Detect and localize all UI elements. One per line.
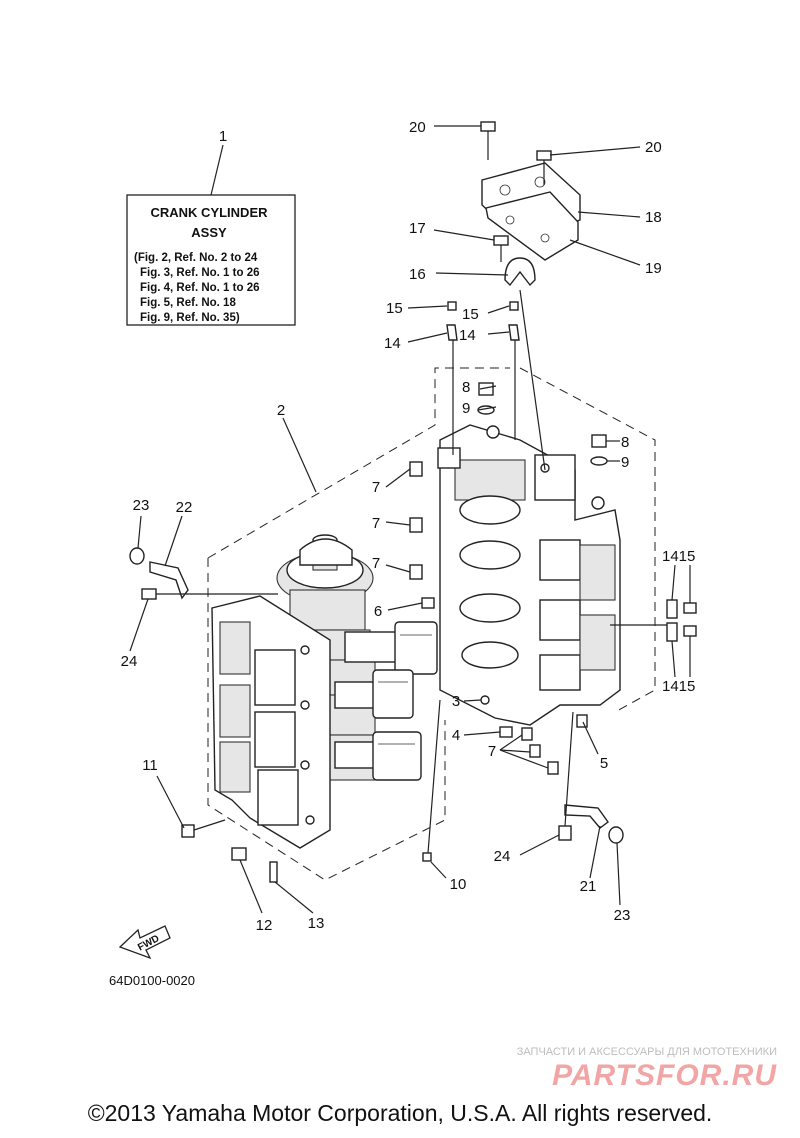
bolt [480, 121, 496, 160]
plug [478, 382, 494, 396]
screw [683, 602, 697, 614]
drawing-code: 64D0100-0020 [109, 973, 195, 988]
callout-7: 7 [372, 555, 380, 572]
assembly-reference-box: CRANK CYLINDER ASSY (Fig. 2, Ref. No. 2 … [126, 144, 296, 326]
callout-8: 8 [621, 434, 629, 451]
washer [590, 456, 608, 466]
fitting [529, 744, 541, 758]
callout-15: 15 [462, 306, 479, 323]
fitting [521, 727, 533, 741]
plug [576, 714, 588, 728]
callout-21: 21 [580, 878, 597, 895]
plug [421, 597, 435, 609]
box-ref-line: Fig. 3, Ref. No. 1 to 26 [140, 267, 260, 279]
callout-7: 7 [488, 743, 496, 760]
pin [422, 852, 432, 862]
callout-8: 8 [462, 379, 470, 396]
bracket [149, 561, 189, 600]
callout-24: 24 [121, 653, 138, 670]
callout-1: 1 [219, 128, 227, 145]
callout-23: 23 [133, 497, 150, 514]
callout-16: 16 [409, 266, 426, 283]
callout-leaders [129, 125, 691, 914]
box-ref-line: Fig. 9, Ref. No. 35) [140, 312, 240, 324]
clip [446, 324, 458, 341]
box-ref-line: Fig. 5, Ref. No. 18 [140, 297, 236, 309]
callout-10: 10 [450, 876, 467, 893]
callout-15: 15 [386, 300, 403, 317]
bracket [564, 804, 609, 829]
watermark-logo: ЗАПЧАСТИ И АКСЕССУАРЫ ДЛЯ МОТОТЕХНИКИ PA… [517, 1046, 777, 1092]
watermark-brand: PARTSFOR.RU [552, 1059, 777, 1092]
callout-11: 11 [142, 757, 158, 774]
callout-7: 7 [372, 479, 380, 496]
piston [334, 731, 422, 781]
box-ref-line: (Fig. 2, Ref. No. 2 to 24 [134, 252, 258, 264]
plug [499, 726, 513, 738]
callout-1415: 1415 [662, 678, 695, 695]
fitting [409, 564, 423, 580]
callout-14: 14 [384, 335, 401, 352]
callout-3: 3 [452, 693, 460, 710]
crankcase [211, 595, 331, 849]
callout-20: 20 [409, 119, 426, 136]
callout-12: 12 [256, 917, 273, 934]
clip [508, 324, 520, 341]
fitting [409, 461, 423, 477]
copyright-notice: ©2013 Yamaha Motor Corporation, U.S.A. A… [87, 1100, 713, 1126]
screw [447, 301, 457, 311]
piston [334, 669, 414, 719]
forward-arrow-icon: FWD [118, 925, 171, 960]
watermark-tagline: ЗАПЧАСТИ И АКСЕССУАРЫ ДЛЯ МОТОТЕХНИКИ [517, 1046, 777, 1058]
callout-7: 7 [372, 515, 380, 532]
callout-22: 22 [176, 499, 193, 516]
stud [269, 861, 278, 883]
callout-6: 6 [374, 603, 382, 620]
callout-1415: 1415 [662, 548, 695, 565]
callout-5: 5 [600, 755, 608, 772]
callout-20: 20 [645, 139, 662, 156]
dowel-pin [480, 695, 490, 705]
callout-labels: 1 2 3 4 5 6 7 7 7 7 8 8 9 9 10 11 12 13 … [121, 119, 696, 934]
bolt [493, 235, 509, 262]
screw [683, 625, 697, 637]
callout-14: 14 [459, 327, 476, 344]
callout-4: 4 [452, 727, 460, 744]
screw [509, 301, 519, 311]
callout-23: 23 [614, 907, 631, 924]
plug [591, 434, 607, 448]
bolt [181, 819, 226, 838]
cap [608, 826, 624, 844]
box-title-2: ASSY [191, 225, 227, 240]
callout-24: 24 [494, 848, 511, 865]
bolt [558, 825, 572, 841]
piston [344, 621, 438, 675]
fitting [409, 517, 423, 533]
box-ref-line: Fig. 4, Ref. No. 1 to 26 [140, 282, 260, 294]
clamp [504, 257, 536, 287]
callout-9: 9 [621, 454, 629, 471]
box-title-1: CRANK CYLINDER [151, 205, 269, 220]
callout-18: 18 [645, 209, 662, 226]
assembly-dashed-outlines [207, 367, 656, 881]
cylinder-block [437, 424, 621, 726]
bolt [141, 588, 157, 600]
fitting [547, 761, 559, 775]
clip [666, 622, 678, 642]
callout-2: 2 [277, 402, 285, 419]
clip [666, 599, 678, 619]
cover-plate [481, 162, 581, 261]
callout-17: 17 [409, 220, 426, 237]
callout-9: 9 [462, 400, 470, 417]
callout-13: 13 [308, 915, 325, 932]
cap [129, 547, 145, 565]
plug [231, 847, 247, 861]
callout-19: 19 [645, 260, 662, 277]
